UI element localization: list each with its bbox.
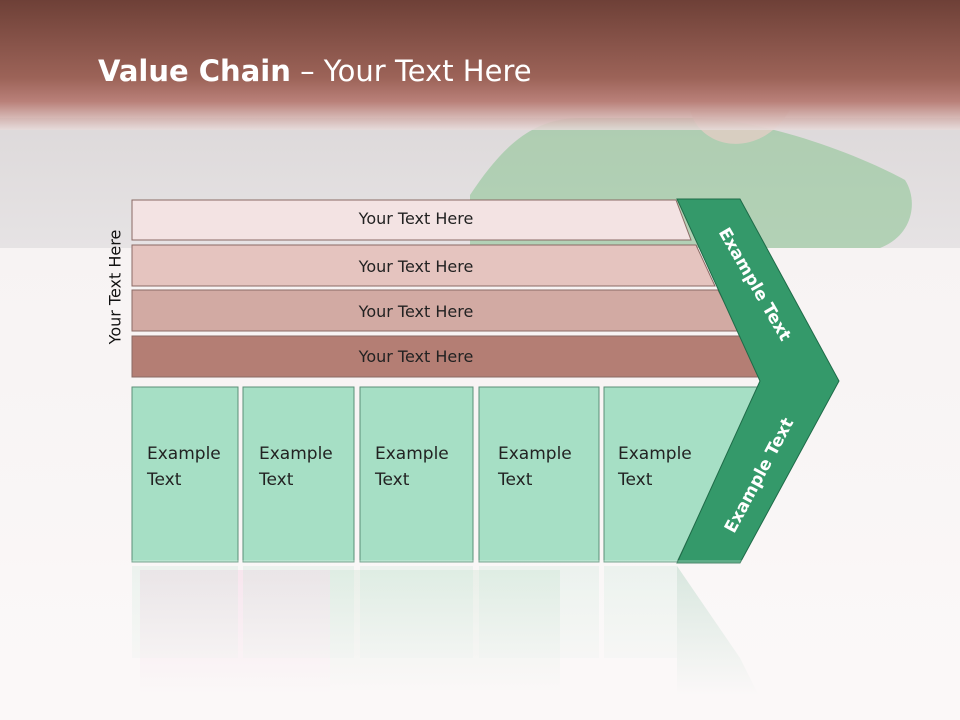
slide-title: Value Chain – Your Text Here xyxy=(98,54,532,88)
row-bar-2 xyxy=(131,244,716,287)
column-text-2b: Text xyxy=(258,470,294,490)
title-bold: Value Chain xyxy=(98,54,291,88)
column-text-2a: Example xyxy=(259,444,333,464)
row-label-2: Your Text Here xyxy=(358,257,474,276)
column-text-5b: Text xyxy=(617,470,653,490)
column-box-1 xyxy=(131,386,239,563)
row-label-1: Your Text Here xyxy=(358,209,474,228)
title-bar xyxy=(0,0,960,130)
column-box-2 xyxy=(242,386,355,563)
column-box-3 xyxy=(359,386,474,563)
row-label-4: Your Text Here xyxy=(358,347,474,366)
column-text-3a: Example xyxy=(375,444,449,464)
column-text-5a: Example xyxy=(618,444,692,464)
column-box-4 xyxy=(478,386,600,563)
column-text-3b: Text xyxy=(374,470,410,490)
reflection-fade xyxy=(0,560,960,720)
column-text-1a: Example xyxy=(147,444,221,464)
row-label-3: Your Text Here xyxy=(358,302,474,321)
column-text-1b: Text xyxy=(146,470,182,490)
title-rest: – Your Text Here xyxy=(290,54,532,88)
column-text-4a: Example xyxy=(498,444,572,464)
row-bar-1 xyxy=(131,199,692,241)
column-text-4b: Text xyxy=(497,470,533,490)
